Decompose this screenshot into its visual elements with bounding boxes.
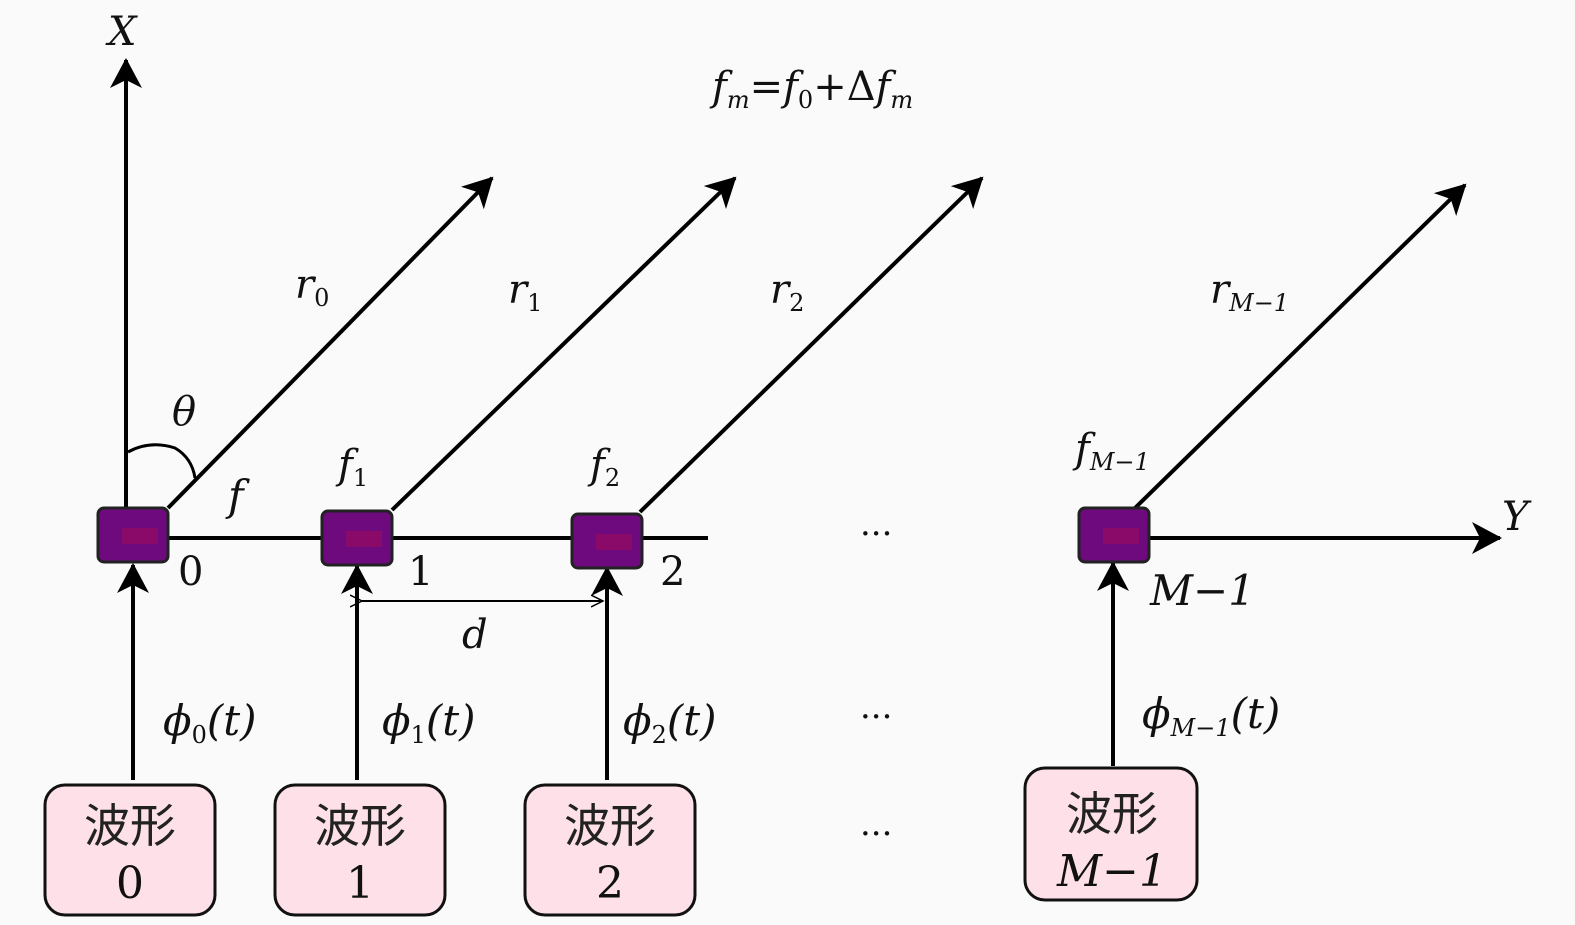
range-label-1: r1 (508, 267, 542, 317)
ellipsis-phase: ··· (860, 697, 892, 737)
range-ray-1 (390, 176, 737, 512)
freq-label-m1: fM−1 (1072, 426, 1150, 476)
element-index-m1: M−1 (1149, 566, 1255, 615)
phase-label-0: ϕ0(t) (163, 696, 257, 749)
antenna-element-1 (320, 509, 394, 567)
range-ray-0 (166, 176, 494, 510)
frequency-label: f (225, 471, 250, 520)
freq-label-2: f2 (587, 442, 620, 492)
phase-label-m1: ϕM−1(t) (1142, 689, 1280, 742)
svg-text:M−1: M−1 (1056, 846, 1167, 897)
phase-label-1: ϕ1(t) (382, 696, 476, 749)
freq-label-1: f1 (335, 442, 368, 492)
frequency-formula: fm=f0+Δfm (709, 64, 913, 114)
antenna-element-m1 (1077, 506, 1151, 564)
svg-text:波形: 波形 (564, 799, 656, 853)
svg-text:波形: 波形 (1066, 787, 1158, 841)
element-index-2: 2 (660, 549, 685, 595)
waveform-box-0: 波形 0 (43, 783, 217, 917)
range-ray-2 (638, 176, 984, 514)
antenna-element-2 (570, 512, 644, 570)
svg-text:1: 1 (346, 858, 374, 909)
element-index-0: 0 (178, 549, 203, 595)
angle-arc (127, 443, 197, 479)
phase-label-2: ϕ2(t) (623, 696, 717, 749)
ellipsis-waveform: ··· (860, 814, 892, 854)
antenna-element-0 (96, 506, 170, 564)
x-axis-label: X (105, 9, 138, 55)
svg-text:0: 0 (116, 858, 144, 909)
svg-text:波形: 波形 (84, 799, 176, 853)
spacing-label: d (462, 612, 488, 658)
range-label-m1: rM−1 (1210, 267, 1289, 317)
range-label-0: r0 (295, 262, 329, 312)
ellipsis-array: ··· (860, 514, 892, 554)
waveform-box-1: 波形 1 (273, 783, 447, 917)
range-ray-m1 (1133, 183, 1467, 510)
waveform-box-2: 波形 2 (523, 783, 697, 917)
range-label-2: r2 (770, 267, 804, 317)
angle-label: θ (172, 389, 196, 435)
y-axis-label: Y (1502, 494, 1532, 540)
waveform-box-m1: 波形 M−1 (1023, 766, 1199, 902)
element-index-1: 1 (408, 549, 433, 595)
svg-text:波形: 波形 (314, 799, 406, 853)
svg-text:2: 2 (596, 858, 624, 909)
